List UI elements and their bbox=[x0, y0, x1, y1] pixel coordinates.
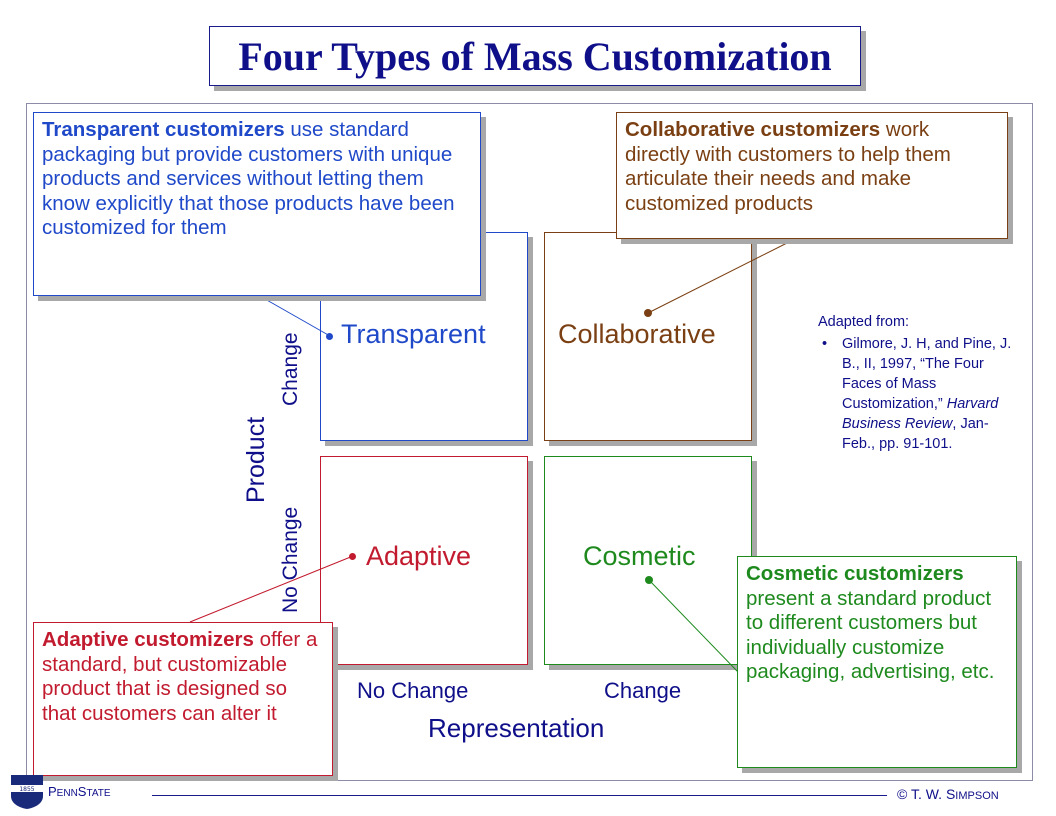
slide-frame bbox=[26, 103, 1033, 781]
quadrant-adaptive bbox=[320, 456, 528, 665]
dot-transparent bbox=[326, 333, 333, 340]
callout-collaborative-term: Collaborative customizers bbox=[625, 118, 881, 141]
brand-enn: ENN bbox=[56, 788, 78, 799]
callout-transparent-text: use standard packaging but provide custo… bbox=[42, 118, 455, 239]
quadrant-cosmetic bbox=[544, 456, 752, 665]
reference-list: Gilmore, J. H, and Pine, J. B., II, 1997… bbox=[818, 334, 1018, 454]
x-axis-title: Representation bbox=[428, 713, 605, 743]
y-axis-label-change: Change bbox=[279, 332, 302, 406]
reference-block: Adapted from: Gilmore, J. H, and Pine, J… bbox=[818, 312, 1018, 454]
x-axis-label-change: Change bbox=[604, 678, 682, 703]
dot-adaptive bbox=[349, 553, 356, 560]
callout-cosmetic-term: Cosmetic customizers bbox=[746, 562, 964, 585]
quadrant-label-cosmetic: Cosmetic bbox=[583, 541, 696, 571]
brand-s: S bbox=[77, 784, 87, 799]
y-axis-label-no-change: No Change bbox=[279, 506, 302, 613]
callout-transparent-term: Transparent customizers bbox=[42, 118, 285, 141]
callout-collaborative: Collaborative customizers work directly … bbox=[616, 112, 1008, 239]
connector-cosmetic bbox=[648, 579, 739, 673]
callout-adaptive-term: Adaptive customizers bbox=[42, 628, 254, 651]
callout-adaptive-text: offer a standard, but customizable produ… bbox=[42, 628, 318, 725]
reference-heading: Adapted from: bbox=[818, 314, 910, 330]
quadrant-label-transparent: Transparent bbox=[341, 319, 486, 349]
reference-item: Gilmore, J. H, and Pine, J. B., II, 1997… bbox=[822, 334, 1018, 454]
reference-details: , Jan-Feb., pp. 91-101. bbox=[842, 416, 989, 452]
callout-cosmetic-text: present a standard product to different … bbox=[746, 586, 995, 684]
logo-year: 1855 bbox=[19, 786, 34, 793]
y-axis-title: Product bbox=[242, 416, 270, 503]
copyright-rest: IMPSON bbox=[955, 790, 999, 802]
page-title: Four Types of Mass Customization bbox=[238, 33, 832, 79]
connector-transparent bbox=[257, 294, 331, 337]
callout-collaborative-text: work directly with customers to help the… bbox=[625, 118, 951, 215]
quadrant-label-adaptive: Adaptive bbox=[366, 541, 472, 571]
reference-authors: Gilmore, J. H, and Pine, J. B., II, 1997… bbox=[842, 336, 1012, 412]
brand-tate: TATE bbox=[86, 788, 111, 799]
callout-transparent: Transparent customizers use standard pac… bbox=[33, 112, 481, 296]
penn-state-shield-icon: 1855 bbox=[11, 775, 43, 809]
footer-divider bbox=[152, 795, 887, 796]
quadrant-label-collaborative: Collaborative bbox=[558, 319, 716, 349]
callout-adaptive: Adaptive customizers offer a standard, b… bbox=[33, 622, 333, 776]
dot-collaborative bbox=[644, 309, 652, 317]
dot-cosmetic bbox=[645, 576, 653, 584]
quadrant-collaborative bbox=[544, 232, 752, 441]
connector-adaptive bbox=[189, 555, 354, 623]
callout-cosmetic: Cosmetic customizers present a standard … bbox=[737, 556, 1017, 768]
title-box: Four Types of Mass Customization bbox=[209, 26, 861, 86]
brand-p: P bbox=[48, 784, 57, 799]
penn-state-wordmark: PENNSTATE bbox=[48, 784, 111, 799]
x-axis-label-no-change: No Change bbox=[357, 678, 469, 703]
copyright: © T. W. SIMPSON bbox=[897, 786, 999, 802]
copyright-prefix: © T. W. S bbox=[897, 786, 956, 802]
reference-journal: Harvard Business Review bbox=[842, 396, 999, 432]
connector-collaborative bbox=[647, 239, 794, 314]
